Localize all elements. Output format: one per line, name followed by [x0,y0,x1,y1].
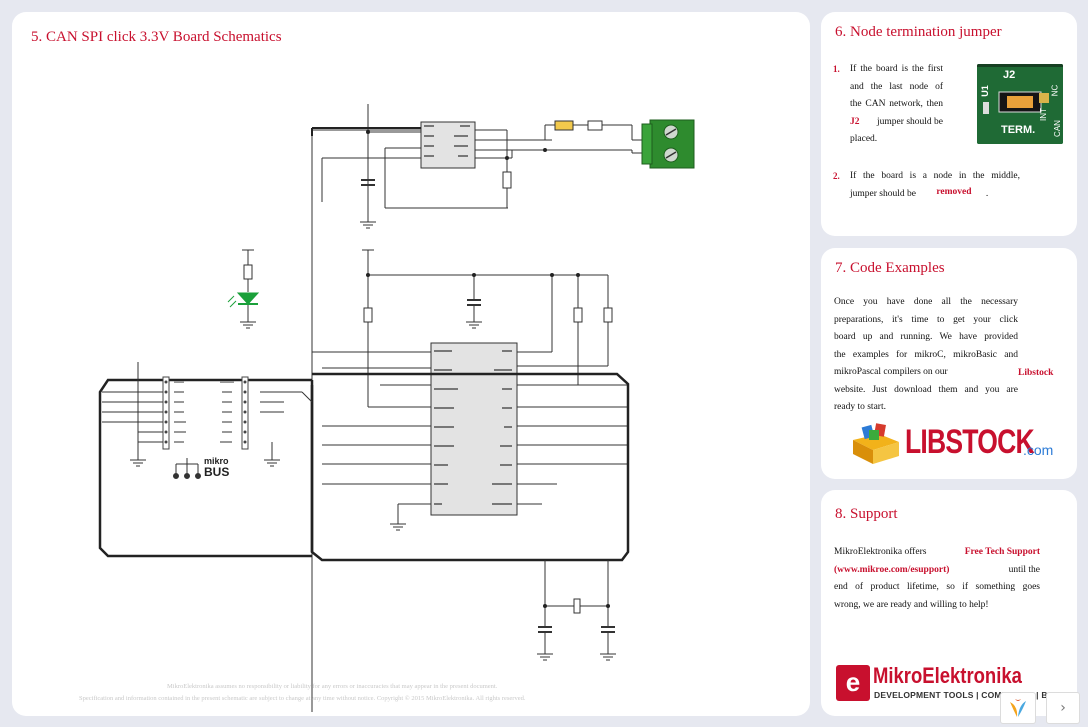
step2-number: 2. [833,171,840,181]
schematic-title: 5. CAN SPI click 3.3V Board Schematics [31,29,282,45]
code-examples-panel: 7. Code Examples Once you have done all … [821,248,1077,479]
libstock-highlight[interactable]: Libstock [1018,368,1054,378]
next-page-button[interactable]: › [1046,692,1080,724]
schematic-panel: 5. CAN SPI click 3.3V Board Schematics [12,12,810,716]
free-tech-support-link[interactable]: Free Tech Support [964,547,1040,557]
libstock-box-icon [853,423,899,464]
mikrobus-logo-text: mikro BUS [204,456,230,479]
removed-highlight: removed [936,186,972,197]
step1-number: 1. [833,64,840,74]
mikroelektronika-logo: e MikroElektronika DEVELOPMENT TOOLS | C… [836,665,1072,705]
step1-text: If the board is the first and the last n… [850,64,943,144]
code-examples-title: 7. Code Examples [835,260,945,276]
support-panel: 8. Support MikroElektronika offers Free … [821,490,1077,716]
code-examples-text: Once you have done all the necessary pre… [834,297,1018,412]
viewer-logo-button[interactable] [1000,692,1036,724]
chevron-right-icon: › [1060,700,1066,716]
viewer-logo-icon [1010,699,1026,717]
disclaimer-line1: MikroElektronika assumes no responsibili… [167,683,498,690]
led-symbol [236,292,260,305]
schematic-diagram [98,104,695,712]
node-termination-panel: 6. Node termination jumper 1. If the boa… [821,12,1077,236]
esupport-link[interactable]: (www.mikroe.com/esupport) [834,564,950,575]
libstock-logo[interactable]: LIBSTOCK .com [849,420,1059,466]
step2-text: If the board is a node in the middle, ju… [850,171,1020,199]
mikrobus-logo-glyph [173,458,201,479]
terminal-block [641,119,695,169]
support-title: 8. Support [835,506,898,522]
mikroe-logo-icon: e [836,665,870,701]
support-text: MikroElektronika offers Free Tech Suppor… [834,544,1040,614]
jumper-photo: J2 U1 TERM. INT NC CAN [977,64,1063,144]
node-termination-title: 6. Node termination jumper [835,24,1002,40]
disclaimer-line2: Specification and information contained … [79,695,526,702]
j2-highlight: J2 [850,116,860,127]
